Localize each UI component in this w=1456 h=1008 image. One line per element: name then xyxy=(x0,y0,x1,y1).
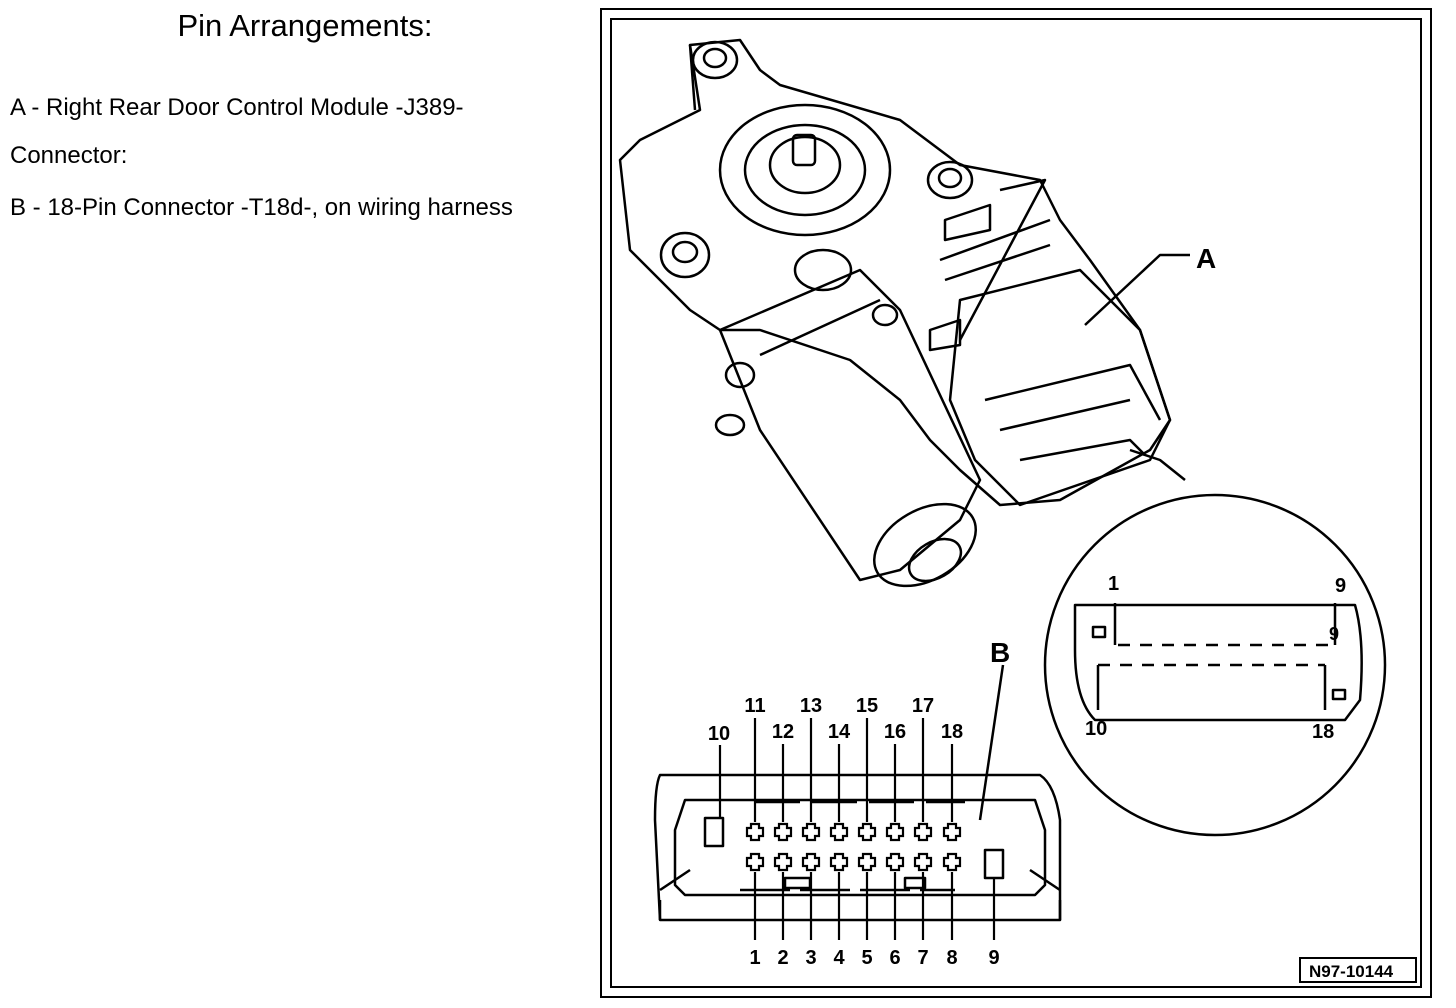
pin-label-17: 17 xyxy=(912,695,934,717)
callout-a-leader xyxy=(1084,253,1190,326)
window-motor-illustration xyxy=(618,38,1172,588)
pin-label-7: 7 xyxy=(917,947,928,969)
reference-code: N97-10144 xyxy=(1309,962,1394,981)
pin-slot-lower xyxy=(913,852,933,872)
pin-label-15: 15 xyxy=(856,695,878,717)
pin-slot-upper xyxy=(801,822,821,842)
pin-label-14: 14 xyxy=(828,721,851,743)
pin-label-10: 10 xyxy=(708,723,730,745)
detail-pin-1-label: 1 xyxy=(1108,573,1119,595)
detail-connector-face xyxy=(1073,603,1363,722)
pin-label-9: 9 xyxy=(988,947,999,969)
pin-slot-upper xyxy=(773,822,793,842)
pin-slot-lower xyxy=(885,852,905,872)
pin-label-11: 11 xyxy=(744,695,765,717)
pin-slot-lower xyxy=(801,852,821,872)
pin-slot-upper xyxy=(745,822,765,842)
pin-slot-upper xyxy=(857,822,877,842)
pin-label-6: 6 xyxy=(889,947,900,969)
pin-slot-upper xyxy=(829,822,849,842)
figure-inner-border xyxy=(610,18,1422,988)
figure-frame xyxy=(600,8,1432,998)
pin-slot-upper xyxy=(885,822,905,842)
detail-pin-10-label: 10 xyxy=(1085,718,1107,740)
pin-label-4: 4 xyxy=(833,947,845,969)
pin-slot-lower xyxy=(829,852,849,872)
callout-a-label: A xyxy=(1196,243,1216,274)
pin-slot-lower xyxy=(857,852,877,872)
pin-label-16: 16 xyxy=(884,721,906,743)
magnified-pin-view xyxy=(1043,493,1387,837)
reference-code-box xyxy=(1299,957,1417,983)
pin-label-8: 8 xyxy=(946,947,957,969)
detail-pin-18-label: 18 xyxy=(1312,721,1334,743)
pin-label-13: 13 xyxy=(800,695,822,717)
pin-slot-upper xyxy=(942,822,962,842)
pin-label-18: 18 xyxy=(941,721,963,743)
pin-label-3: 3 xyxy=(805,947,816,969)
pin-slot-upper xyxy=(913,822,933,842)
pin-slot-lower xyxy=(745,852,765,872)
pin-slot-lower xyxy=(773,852,793,872)
legend-item-a: A - Right Rear Door Control Module -J389… xyxy=(10,94,464,121)
detail-pin-9-inner-label: 9 xyxy=(1329,624,1339,644)
legend-item-b: B - 18-Pin Connector -T18d-, on wiring h… xyxy=(10,194,513,221)
pin-label-1: 1 xyxy=(749,947,760,969)
legend-connector-heading: Connector: xyxy=(10,142,128,169)
page-title: Pin Arrangements: xyxy=(177,8,433,43)
connector-b-outline xyxy=(653,773,1062,922)
pin-label-5: 5 xyxy=(861,947,872,969)
pin-label-12: 12 xyxy=(772,721,794,743)
callout-b-label: B xyxy=(990,637,1010,668)
callout-b-leader xyxy=(978,664,1005,821)
detail-pin-9-label: 9 xyxy=(1335,575,1346,597)
pin-label-2: 2 xyxy=(777,947,788,969)
pin-slot-lower xyxy=(942,852,962,872)
